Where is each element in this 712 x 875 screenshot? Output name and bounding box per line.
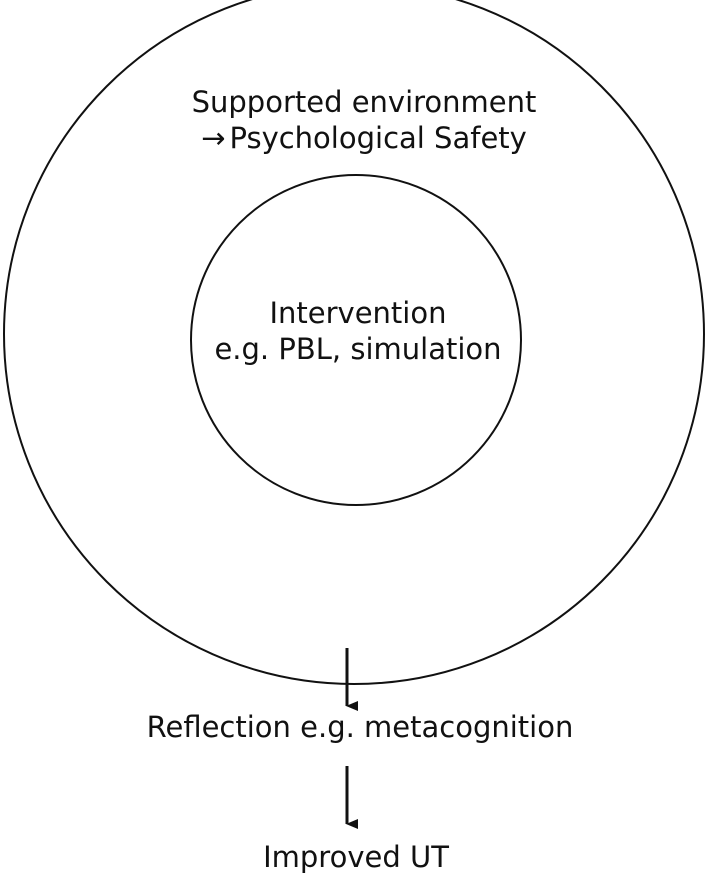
right-arrow-icon: →	[201, 121, 226, 155]
outer-circle-line2: →Psychological Safety	[8, 120, 712, 156]
inner-circle-line1: Intervention	[269, 296, 447, 330]
reflection-step-label: Reflection e.g. metacognition	[146, 710, 574, 744]
outer-circle	[3, 0, 705, 685]
inner-circle-line2: e.g. PBL, simulation	[214, 332, 502, 366]
inner-circle	[190, 174, 522, 506]
outer-circle-label: Supported environment →Psychological Saf…	[8, 84, 712, 156]
outer-circle-line1: Supported environment	[191, 85, 537, 119]
outer-circle-line2-text: Psychological Safety	[229, 121, 527, 155]
outcome-step-label: Improved UT	[263, 840, 449, 874]
inner-circle-label: Intervention e.g. PBL, simulation	[2, 295, 712, 367]
